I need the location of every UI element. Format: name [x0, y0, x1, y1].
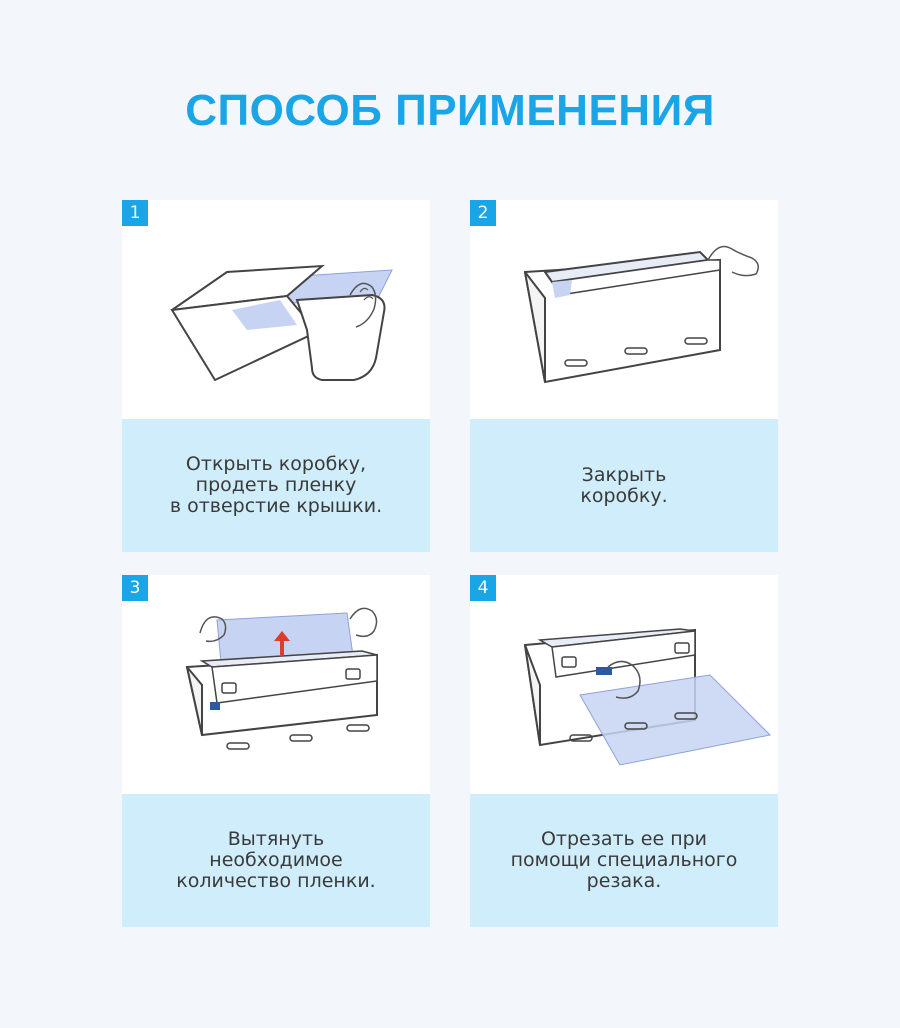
step-card-4: 4 Отрезать ее при помощи специального ре… [470, 575, 778, 927]
cut-film-illustration [523, 628, 772, 766]
pull-film-illustration [185, 607, 378, 750]
step-text: Вытянуть необходимое количество пленки. [176, 828, 376, 892]
step-caption: Вытянуть необходимое количество пленки. [122, 794, 430, 927]
step-number-badge: 3 [122, 575, 148, 601]
step-text: Закрыть коробку. [580, 463, 668, 507]
step-card-3: 3 Вытянуть необходимое количество пленки… [122, 575, 430, 927]
page-title: СПОСОБ ПРИМЕНЕНИЯ [185, 86, 715, 135]
step-card-2: 2 Закрыть коробку. [470, 200, 778, 552]
open-box-illustration [170, 264, 393, 382]
step-caption: Закрыть коробку. [470, 419, 778, 552]
step-text: Открыть коробку, продеть пленку в отверс… [169, 453, 383, 517]
step-text: Отрезать ее при помощи специального реза… [510, 828, 738, 892]
step-caption: Открыть коробку, продеть пленку в отверс… [122, 419, 430, 552]
step-caption: Отрезать ее при помощи специального реза… [470, 794, 778, 927]
step-number-badge: 4 [470, 575, 496, 601]
step-card-1: 1 Открыть коробку, продеть пленку в отве… [122, 200, 430, 552]
step-number-badge: 2 [470, 200, 496, 226]
closed-box-illustration [523, 245, 759, 384]
step-number-badge: 1 [122, 200, 148, 226]
